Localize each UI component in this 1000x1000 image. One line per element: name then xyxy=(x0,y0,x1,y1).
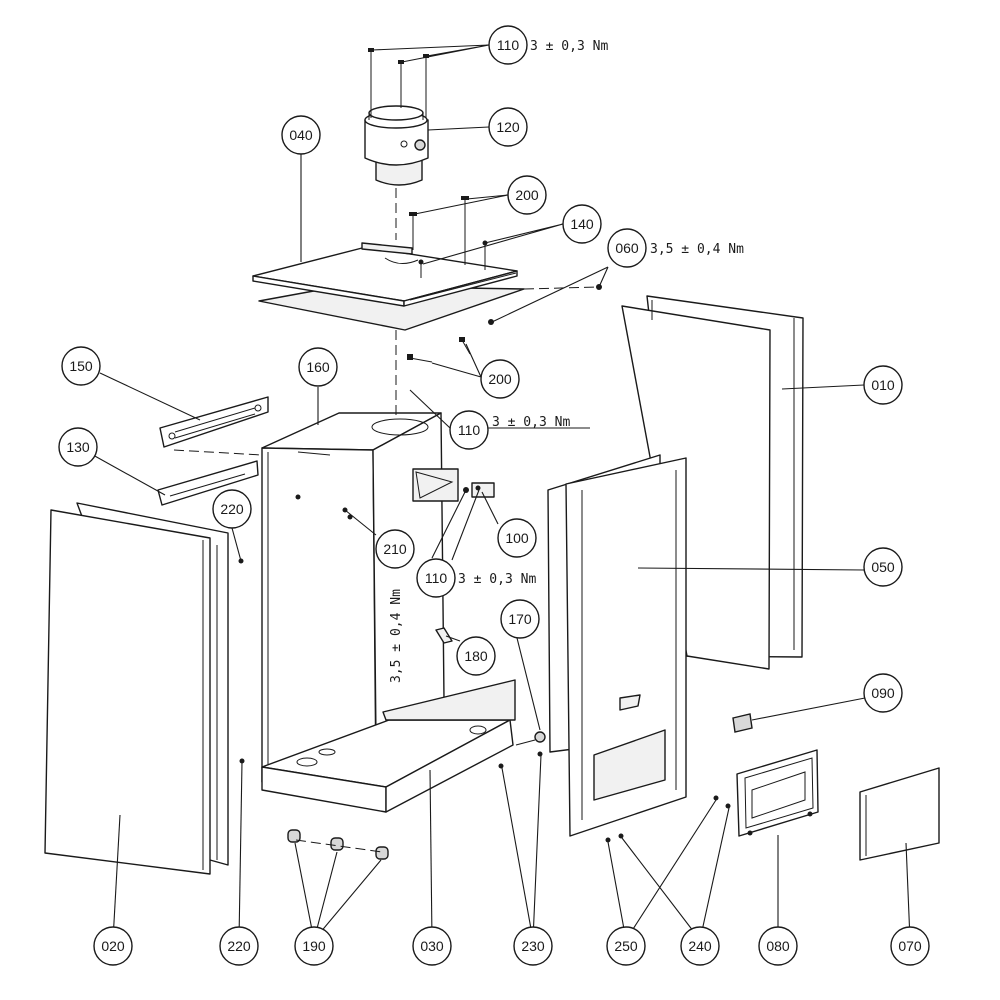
part-130-rail xyxy=(157,460,259,506)
callout-220-top-label: 220 xyxy=(220,501,244,517)
part-170-fitting xyxy=(515,731,546,746)
callout-170-label: 170 xyxy=(508,611,532,627)
callout-110-top: 110 xyxy=(488,25,528,65)
callout-250: 250 xyxy=(606,926,646,966)
callout-060: 060 xyxy=(607,228,647,268)
callout-030-label: 030 xyxy=(420,938,444,954)
callout-090-label: 090 xyxy=(871,685,895,701)
torque-110-low: 3 ± 0,3 Nm xyxy=(458,572,536,587)
callout-160: 160 xyxy=(298,347,338,387)
callout-200-top-label: 200 xyxy=(515,187,539,203)
callout-030: 030 xyxy=(412,926,452,966)
callout-130: 130 xyxy=(58,427,98,467)
callout-200-mid-label: 200 xyxy=(488,371,512,387)
callout-010-label: 010 xyxy=(871,377,895,393)
callout-210: 210 xyxy=(375,529,415,569)
callout-130-label: 130 xyxy=(66,439,90,455)
callout-060-label: 060 xyxy=(615,240,639,256)
callout-190: 190 xyxy=(294,926,334,966)
part-080-control-housing xyxy=(736,749,819,837)
torque-110-mid: 3 ± 0,3 Nm xyxy=(492,415,570,430)
callout-190-label: 190 xyxy=(302,938,326,954)
callout-040: 040 xyxy=(281,115,321,155)
callout-020-label: 020 xyxy=(101,938,125,954)
callout-040-label: 040 xyxy=(289,127,313,143)
callout-170: 170 xyxy=(500,599,540,639)
part-050-front-panel xyxy=(547,454,687,837)
callout-110-low: 110 xyxy=(416,558,456,598)
callout-150-label: 150 xyxy=(69,358,93,374)
callout-050-label: 050 xyxy=(871,559,895,575)
part-200-top-screws xyxy=(409,196,469,265)
callout-150: 150 xyxy=(61,346,101,386)
callout-140-label: 140 xyxy=(570,216,594,232)
callout-140: 140 xyxy=(562,204,602,244)
torque-060: 3,5 ± 0,4 Nm xyxy=(650,242,744,257)
callout-020: 020 xyxy=(93,926,133,966)
callout-160-label: 160 xyxy=(306,359,330,375)
assembly-guide-lines xyxy=(173,188,600,853)
part-140-screws xyxy=(418,240,488,278)
torque-vertical: 3,5 ± 0,4 Nm xyxy=(389,589,404,683)
callout-100-label: 100 xyxy=(505,530,529,546)
callout-200-top: 200 xyxy=(507,175,547,215)
part-150-bracket xyxy=(159,396,269,448)
callout-220-top: 220 xyxy=(212,489,252,529)
callout-080: 080 xyxy=(758,926,798,966)
callout-210-label: 210 xyxy=(383,541,407,557)
part-110-top-screws xyxy=(368,48,429,118)
callout-250-label: 250 xyxy=(614,938,638,954)
callout-010: 010 xyxy=(863,365,903,405)
callout-070: 070 xyxy=(890,926,930,966)
callout-110-mid: 110 xyxy=(449,410,489,450)
part-120-flue-adaptor xyxy=(364,105,429,186)
part-160-main-casing xyxy=(261,412,459,783)
part-200-mid-screws xyxy=(407,337,471,363)
part-040-top-cover xyxy=(252,242,525,331)
callout-220-bottom-label: 220 xyxy=(227,938,251,954)
torque-110-top: 3 ± 0,3 Nm xyxy=(530,39,608,54)
callout-110-top-label: 110 xyxy=(497,37,520,53)
small-fasteners xyxy=(238,494,731,843)
part-190-grommets xyxy=(287,829,389,860)
callout-080-label: 080 xyxy=(766,938,790,954)
callout-100: 100 xyxy=(497,518,537,558)
part-030-base-tray xyxy=(261,679,516,813)
callout-240: 240 xyxy=(680,926,720,966)
callout-200-mid: 200 xyxy=(480,359,520,399)
callout-090: 090 xyxy=(863,673,903,713)
callout-110-mid-label: 110 xyxy=(458,422,481,438)
callout-070-label: 070 xyxy=(898,938,922,954)
callout-180-label: 180 xyxy=(464,648,488,664)
callout-230-label: 230 xyxy=(521,938,545,954)
leader-lines xyxy=(92,44,911,941)
callout-180: 180 xyxy=(456,636,496,676)
part-090-clip xyxy=(732,713,753,733)
part-070-cover-flap xyxy=(859,767,940,861)
part-020-side-panel xyxy=(44,502,229,875)
callout-110-low-label: 110 xyxy=(425,570,448,586)
callout-120: 120 xyxy=(488,107,528,147)
callout-230: 230 xyxy=(513,926,553,966)
callout-220-bottom: 220 xyxy=(219,926,259,966)
part-180-clip xyxy=(435,627,453,644)
callout-240-label: 240 xyxy=(688,938,712,954)
callout-120-label: 120 xyxy=(496,119,520,135)
callout-050: 050 xyxy=(863,547,903,587)
